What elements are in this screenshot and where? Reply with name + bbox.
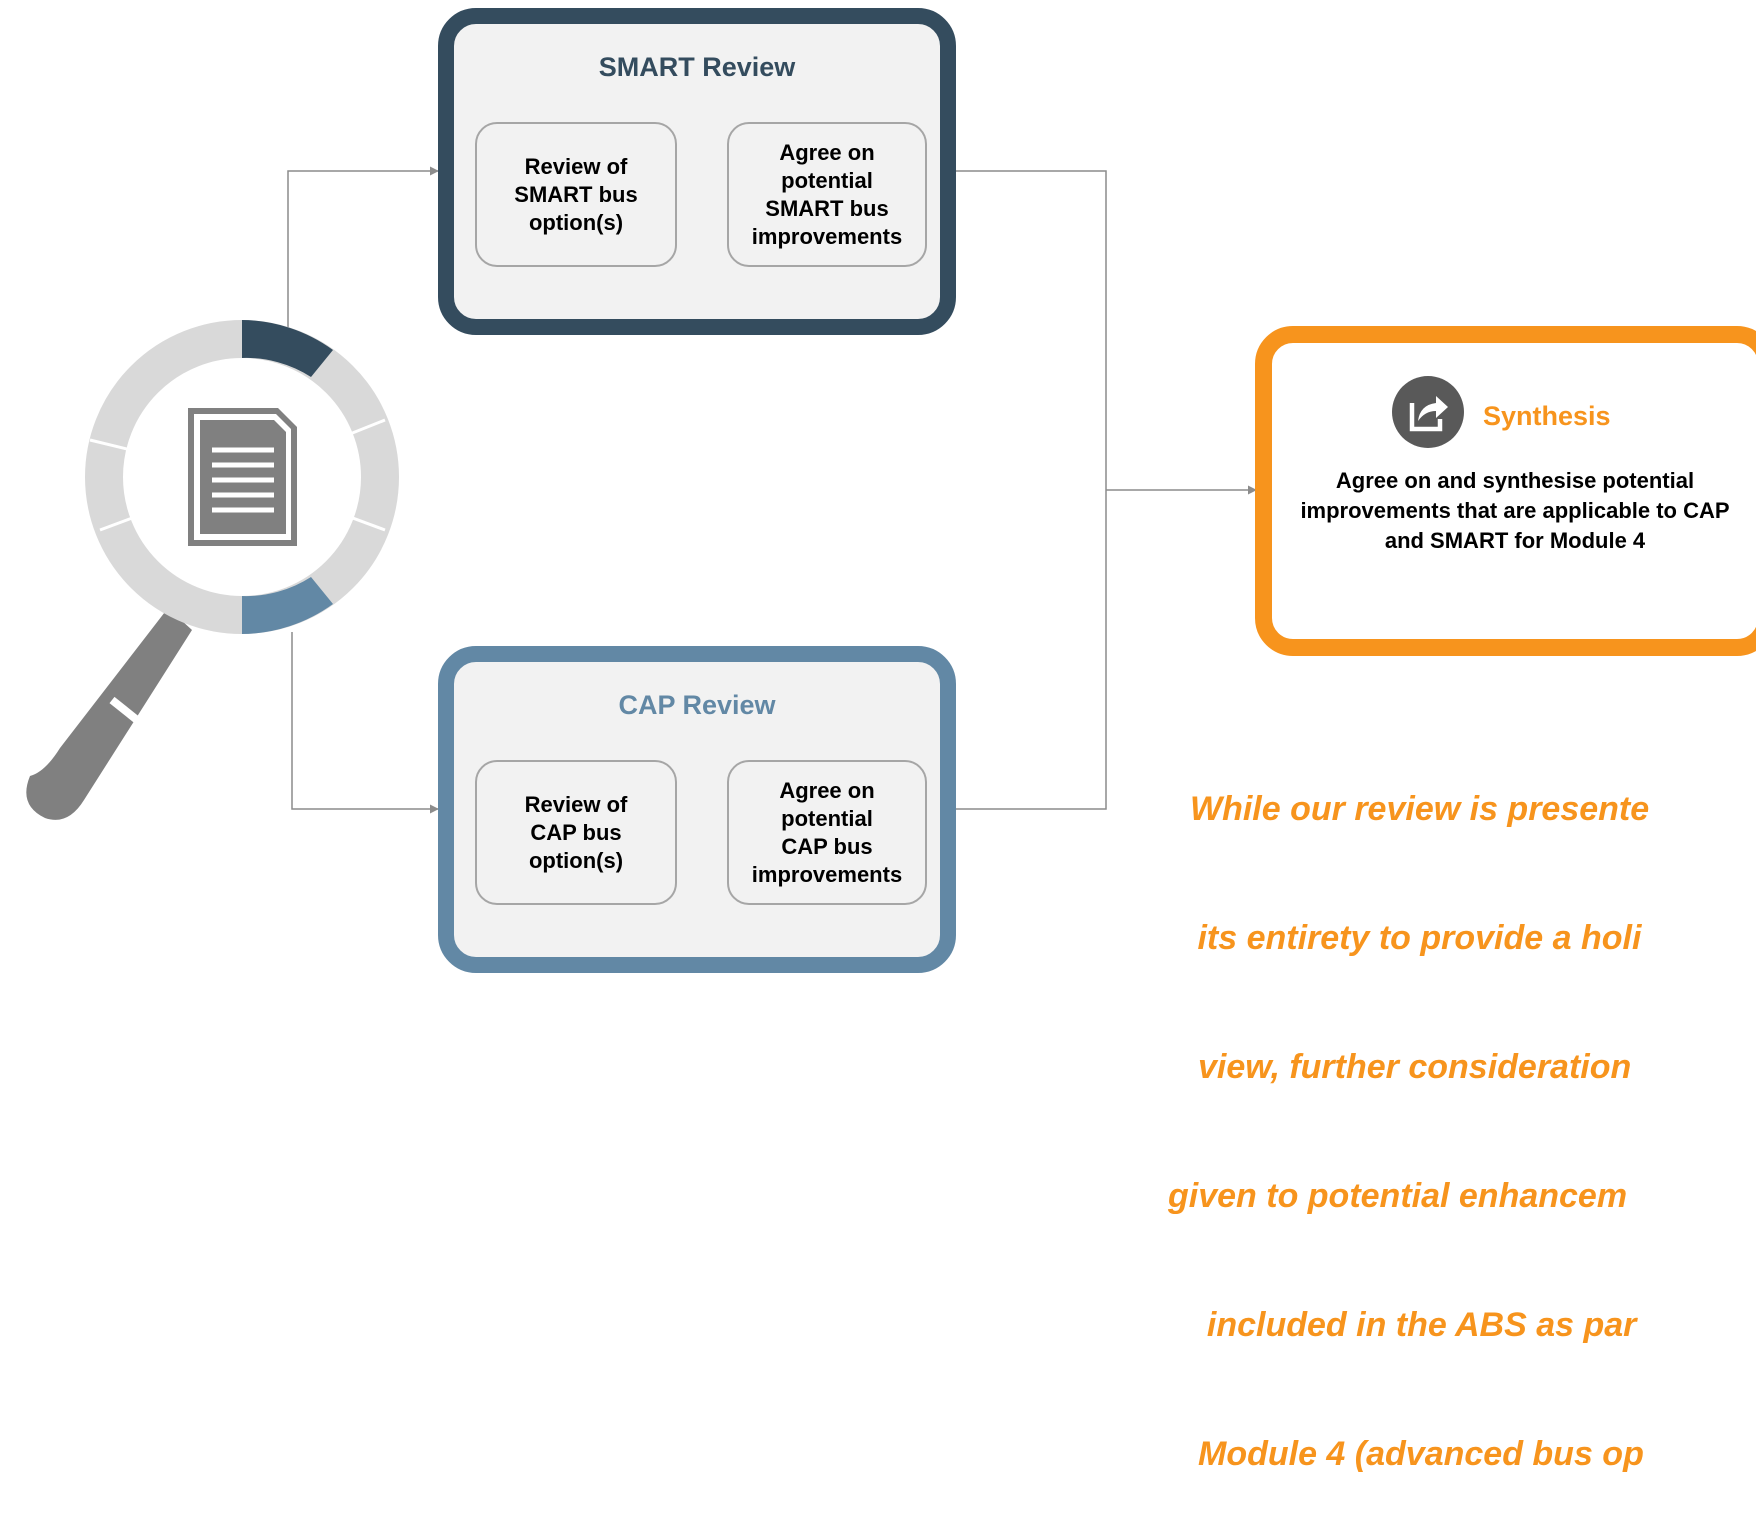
connector-to-cap — [291, 632, 439, 814]
cap-step-agree: Agree on potential CAP bus improvements — [727, 760, 927, 905]
synthesis-title: Synthesis — [1483, 401, 1611, 431]
review-note-line: Module 4 (advanced bus op — [1198, 1435, 1644, 1473]
review-note-line: While our review is presente — [1190, 790, 1650, 828]
document-icon — [188, 408, 297, 546]
synthesis-body: Agree on and synthesise potential improv… — [1300, 468, 1730, 553]
cap-review-panel: CAP Review Review of CAP bus option(s) A… — [438, 646, 956, 973]
smart-step-review: Review of SMART bus option(s) — [475, 122, 677, 267]
review-note-line: included in the ABS as par — [1188, 1306, 1637, 1344]
connector-cap-out — [956, 490, 1107, 810]
magnifier-segment-smart — [242, 320, 333, 377]
share-icon — [1392, 369, 1474, 455]
cap-review-title: CAP Review — [618, 690, 776, 720]
smart-review-panel: SMART Review Review of SMART bus option(… — [438, 8, 956, 335]
review-note: While our review is presente its entiret… — [1150, 702, 1756, 1519]
smart-step-review-text: Review of SMART bus option(s) — [514, 153, 638, 235]
smart-review-title: SMART Review — [598, 52, 796, 82]
review-note-line: its entirety to provide a holi — [1188, 919, 1642, 957]
cap-step-review: Review of CAP bus option(s) — [475, 760, 677, 905]
connector-smart-out — [956, 170, 1107, 490]
magnifier-segment-cap — [242, 577, 333, 634]
cap-step-review-text: Review of CAP bus option(s) — [524, 791, 628, 873]
cap-step-agree-text: Agree on potential CAP bus improvements — [751, 777, 903, 887]
smart-step-agree: Agree on potential SMART bus improvement… — [727, 122, 927, 267]
connector-to-smart — [287, 166, 439, 330]
magnifier-handle — [26, 608, 192, 820]
smart-step-agree-text: Agree on potential SMART bus improvement… — [751, 139, 903, 249]
magnifier-icon — [26, 320, 399, 820]
review-note-line: given to potential enhancem — [1168, 1177, 1628, 1215]
review-note-line: view, further consideration — [1198, 1048, 1632, 1086]
synthesis-panel: Synthesis Agree on and synthesise potent… — [1255, 326, 1756, 656]
